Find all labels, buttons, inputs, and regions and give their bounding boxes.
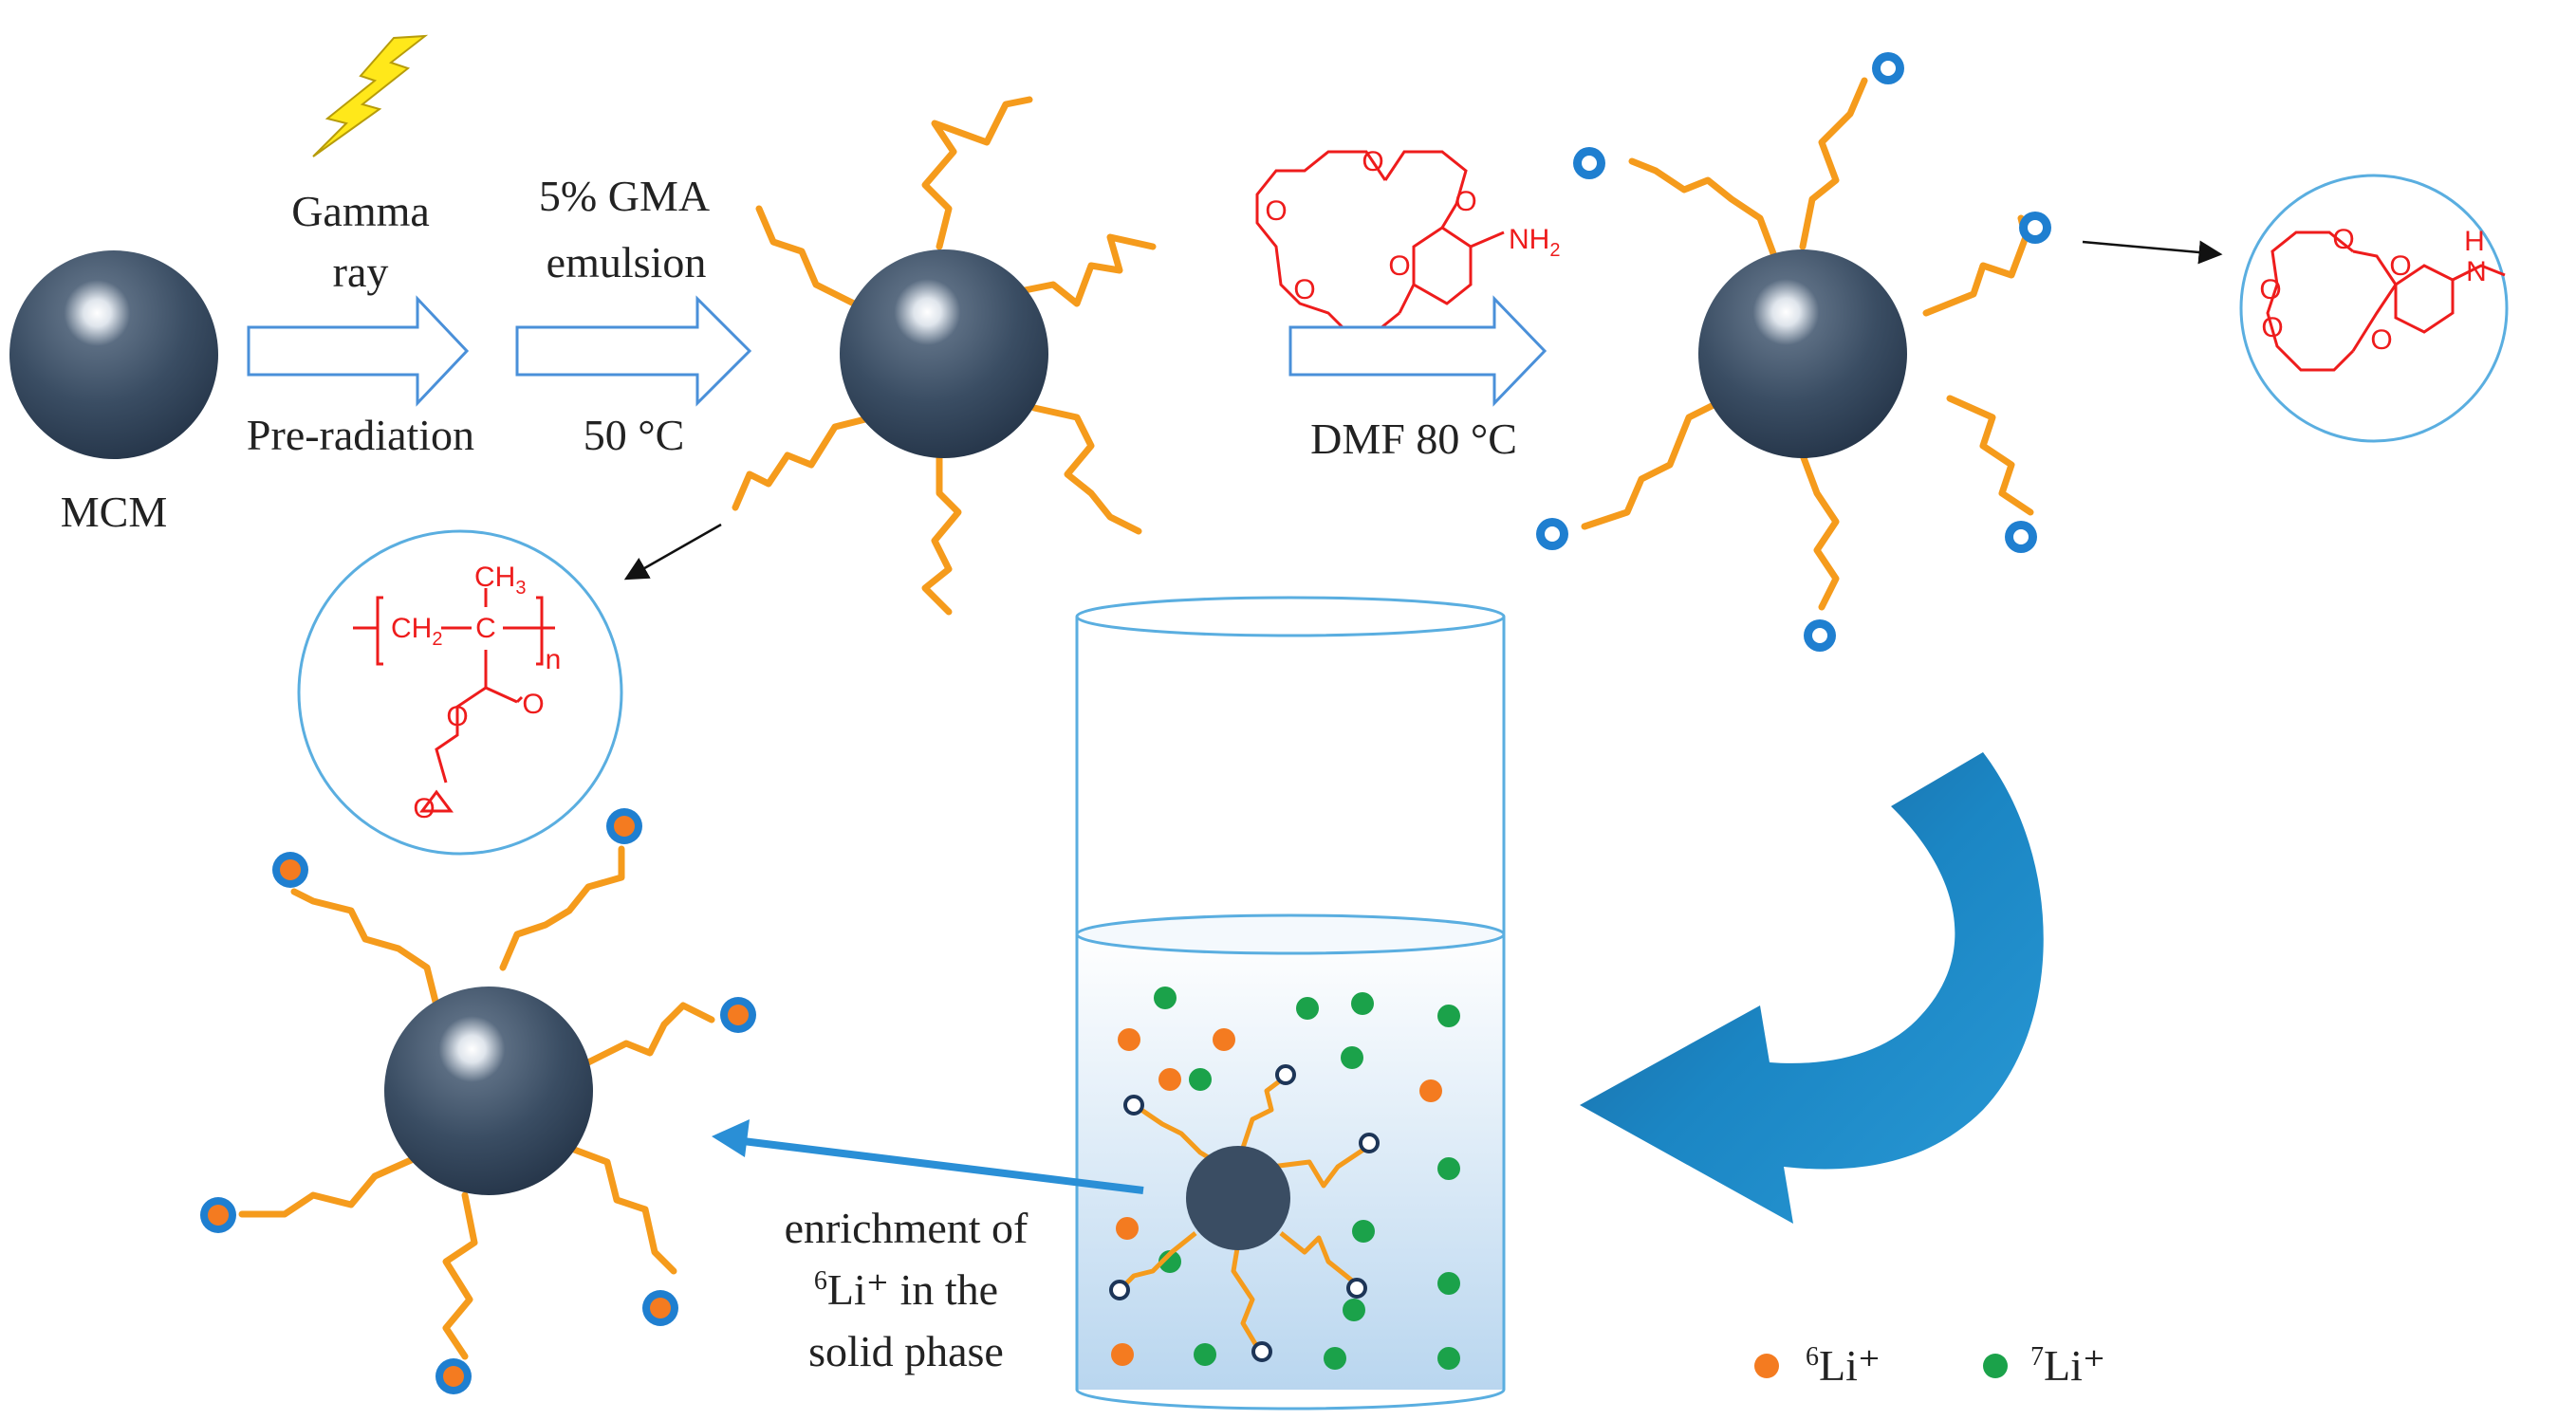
gma-o-1: O: [446, 701, 468, 732]
crown-o-4: O: [1293, 274, 1315, 305]
crown-ether-icon: [1804, 619, 1836, 652]
polygma-structure: [353, 588, 555, 813]
nh2-label: NH2: [1509, 224, 1560, 261]
gma-o-2: O: [522, 689, 544, 720]
polymer-chain: [1922, 214, 2029, 317]
n-subscript: n: [546, 644, 562, 675]
mcm-label: MCM: [61, 488, 167, 536]
crown-li6-icon: [606, 808, 642, 844]
enrichment-line-2: 6Li⁺ in the: [814, 1265, 998, 1314]
zoom-o-5: O: [2389, 250, 2411, 282]
pointer-arrow-crown: [2082, 240, 2223, 265]
crown-o-5: O: [1388, 250, 1410, 282]
beaker-bottom: [1075, 1389, 1506, 1411]
curved-transfer-arrow: [1580, 752, 2044, 1224]
zoom-o-3: O: [2261, 312, 2283, 343]
enriched-particle: [200, 808, 756, 1394]
process-arrow-3: [1288, 295, 1547, 407]
li6-ions: [1111, 1028, 1442, 1366]
polymer-chain: [565, 1144, 677, 1275]
grafted-particle-core: [840, 249, 1048, 458]
small-crown-icon: [1275, 1064, 1296, 1085]
crown-o-1: O: [1362, 146, 1383, 177]
zoom-o-2: O: [2259, 274, 2281, 305]
zoom-n: N: [2466, 256, 2487, 287]
polymer-chain: [1002, 233, 1157, 307]
crown-ether-icon: [2005, 521, 2037, 553]
pre-radiation-label: Pre-radiation: [247, 411, 474, 459]
process-arrow-2: [515, 295, 752, 407]
dmf-label: DMF 80 °C: [1310, 415, 1517, 463]
zoom-o-4: O: [2370, 324, 2392, 356]
polymer-chain: [290, 888, 440, 1009]
functionalized-particle: [1536, 52, 2051, 652]
crown-ether-icon: [1872, 52, 1904, 84]
polymer-chain: [1799, 452, 1840, 611]
crown-zoom-structure: [2266, 231, 2506, 372]
small-crown-icon: [1359, 1133, 1380, 1153]
polymer-chain: [921, 96, 1033, 250]
polymer-chain: [732, 414, 877, 511]
crown-o-3: O: [1455, 186, 1476, 217]
mcm-particle: [9, 250, 218, 459]
polymer-chain: [499, 845, 625, 971]
beaker-particle-core: [1186, 1146, 1290, 1250]
zoom-o-1: O: [2332, 224, 2354, 255]
crown-li6-icon: [642, 1290, 678, 1326]
c-atom-label: C: [475, 613, 496, 644]
legend: 6Li⁺ 7Li⁺: [1754, 1341, 2105, 1390]
crown-o-2: O: [1265, 195, 1287, 227]
beaker-particle: [1109, 1064, 1380, 1362]
small-crown-icon: [1123, 1095, 1144, 1116]
crown-ether-icon: [1573, 147, 1605, 179]
polymer-chain: [1581, 395, 1731, 530]
polymer-chain: [755, 205, 858, 307]
polymer-chain: [1799, 77, 1868, 250]
ray-label: ray: [333, 248, 389, 296]
functionalized-particle-core: [1698, 249, 1907, 458]
lightning-icon: [312, 34, 429, 157]
polymer-chain: [1946, 395, 2034, 516]
polymer-chain: [1628, 157, 1778, 260]
crown-ether-icon: [1536, 518, 1568, 550]
gma-label: 5% GMA: [539, 172, 710, 220]
gma-zoom-circle: [297, 529, 623, 856]
legend-li7-label: 7Li⁺: [2030, 1341, 2105, 1390]
crown-zoom-circle: [2239, 174, 2509, 443]
emulsion-label: emulsion: [547, 238, 707, 286]
small-crown-icon: [1346, 1278, 1367, 1299]
ch3-label: CH3: [474, 562, 526, 599]
pointer-arrow-gma: [623, 523, 722, 581]
crown-li6-icon: [436, 1358, 472, 1394]
enrichment-line-3: solid phase: [808, 1327, 1004, 1375]
li7-ions: [1154, 987, 1460, 1370]
polymer-chain: [1030, 404, 1142, 535]
beaker-liquid-surface: [1075, 913, 1506, 955]
legend-li6-swatch: [1754, 1354, 1779, 1378]
gma-o-3: O: [413, 793, 435, 824]
crown-ether-icon: [2019, 212, 2051, 244]
small-crown-icon: [1109, 1280, 1130, 1300]
polymer-chain: [442, 1191, 478, 1360]
enriched-particle-core: [384, 987, 593, 1195]
crown-li6-icon: [272, 852, 308, 888]
gamma-label: Gamma: [291, 187, 430, 235]
crown-li6-icon: [720, 997, 756, 1033]
zoom-h: H: [2464, 226, 2485, 257]
enrichment-line-1: enrichment of: [785, 1204, 1029, 1252]
small-crown-icon: [1251, 1341, 1272, 1362]
grafted-particle: [732, 96, 1157, 616]
polymer-chain: [921, 452, 962, 616]
crown-li6-icon: [200, 1197, 236, 1233]
ch2-label: CH2: [391, 613, 442, 650]
polymer-chain: [238, 1153, 421, 1218]
enrichment-arrow: [712, 1119, 1144, 1194]
polymer-chain: [584, 1002, 715, 1066]
legend-li7-swatch: [1983, 1354, 2008, 1378]
process-arrow-1: [247, 295, 470, 407]
legend-li6-label: 6Li⁺: [1806, 1341, 1881, 1390]
temp-50-label: 50 °C: [584, 411, 685, 459]
beaker-rim: [1075, 596, 1506, 637]
